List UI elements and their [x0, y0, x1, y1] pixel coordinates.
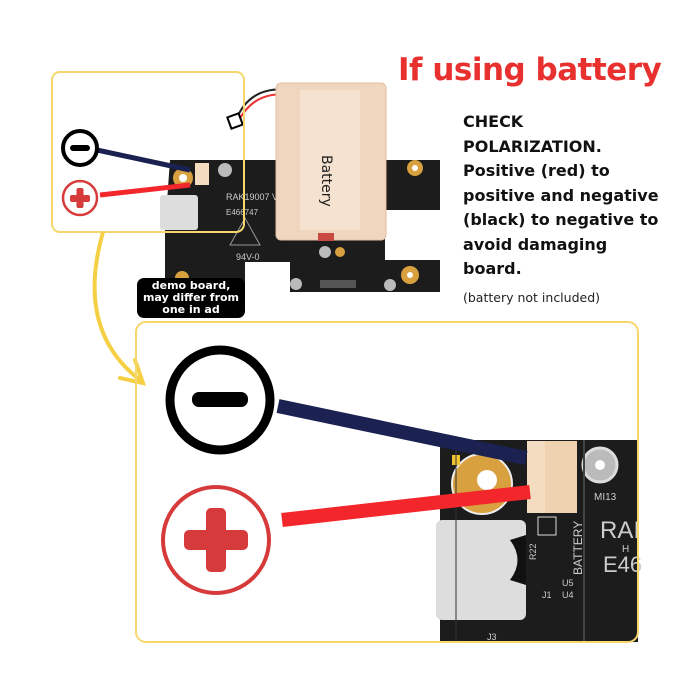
polarization-instructions: CHECK POLARIZATION. Positive (red) to po… — [463, 112, 659, 278]
demo-board-label: demo board, may differ from one in ad — [137, 278, 245, 318]
silk-battery: BATTERY — [571, 521, 585, 575]
silk-j1: J1 — [542, 590, 552, 600]
board-code: E466747 — [226, 208, 259, 217]
large-callout-frame — [135, 321, 639, 643]
silk-mi13: MI13 — [594, 492, 617, 503]
zoomed-board: MI13 RAI H E46 BATTERY R22 U5 U4 J1 J3 — [436, 440, 642, 642]
curved-arrow-icon — [92, 231, 147, 386]
positive-wire — [281, 485, 531, 527]
silk-j3: J3 — [487, 632, 497, 642]
battery-pack: Battery — [275, 82, 387, 241]
silk-rai: RAI — [600, 517, 640, 544]
board-rating: 94V-0 — [236, 252, 260, 262]
heading: If using battery — [398, 52, 662, 88]
minus-icon-large — [165, 345, 275, 455]
silk-u5: U5 — [562, 578, 574, 588]
battery-label: Battery — [318, 155, 334, 207]
plus-icon-small — [61, 179, 99, 217]
silk-h: H — [622, 544, 629, 555]
silk-u4: U4 — [562, 590, 574, 600]
plus-icon-large — [161, 485, 271, 595]
silk-r22: R22 — [528, 543, 538, 560]
battery-note: (battery not included) — [463, 290, 601, 305]
small-callout-frame — [51, 71, 245, 233]
minus-icon-small — [61, 129, 99, 167]
negative-wire — [276, 399, 528, 465]
board-model: RAK19007 V — [226, 192, 278, 202]
silk-e46: E46 — [603, 552, 642, 577]
